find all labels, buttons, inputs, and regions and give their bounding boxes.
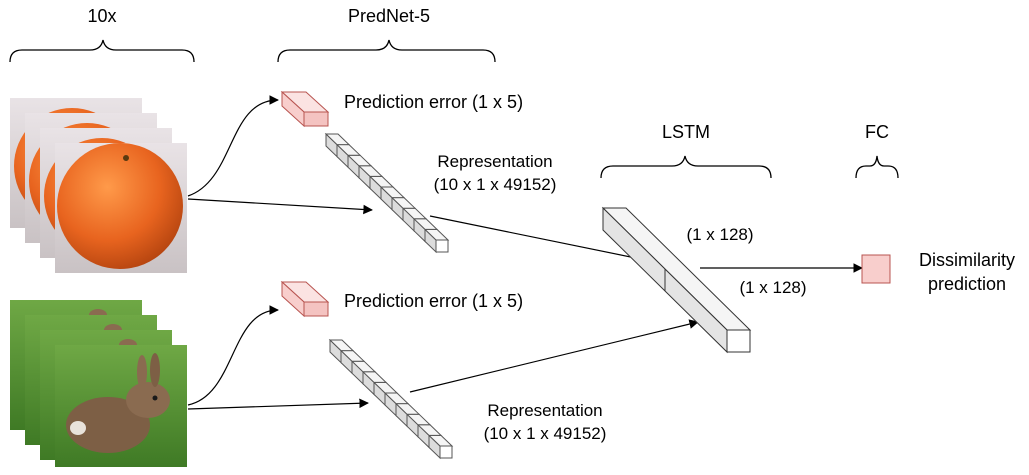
connectors [187,95,863,410]
lstm-output-bottom-label: (1 x 128) [739,278,806,297]
arrow-rabbit-to-bottom-error [187,305,279,406]
prednet-brace [277,39,496,63]
output-label-line1: Dissimilarity [919,250,1015,270]
frames-brace [9,39,195,63]
bottom-prediction-error-cube [280,280,330,318]
rabbit-image-stack [10,300,187,467]
representation-cell [372,381,399,407]
frames-label: 10x [87,6,116,26]
rabbit-photo-frame-4 [55,345,187,467]
top-prediction-error-cube [280,90,330,128]
bottom-representation-label-line2: (10 x 1 x 49152) [484,424,607,443]
top-representation-block [324,132,450,254]
top-prediction-error-label: Prediction error (1 x 5) [344,92,523,112]
representation-cell [328,338,355,364]
arrow-orange-to-top-representation [187,198,373,215]
arrow-bottom-representation-to-lstm [409,319,699,393]
prednet-label: PredNet-5 [348,6,430,26]
arrow-orange-to-top-error [187,95,279,197]
bottom-representation-label-line1: Representation [487,401,602,420]
output-label-line2: prediction [928,274,1006,294]
orange-photo-frame-4 [55,143,187,273]
bottom-representation-block [328,338,454,460]
bottom-prediction-error-label: Prediction error (1 x 5) [344,291,523,311]
arrow-top-representation-to-lstm [429,215,666,267]
fc-brace [855,155,899,179]
lstm-block [601,206,752,354]
lstm-output-top-label: (1 x 128) [686,225,753,244]
fc-output-square [861,254,891,284]
top-representation-label-line1: Representation [437,152,552,171]
arrow-rabbit-to-bottom-representation [187,398,369,410]
lstm-label: LSTM [662,122,710,142]
lstm-brace [600,155,772,179]
top-representation-label-line2: (10 x 1 x 49152) [434,175,557,194]
representation-end-face [435,239,449,253]
representation-end-face [439,445,453,459]
fc-label: FC [865,122,889,142]
orange-image-stack [10,98,187,273]
representation-cell [324,132,351,158]
